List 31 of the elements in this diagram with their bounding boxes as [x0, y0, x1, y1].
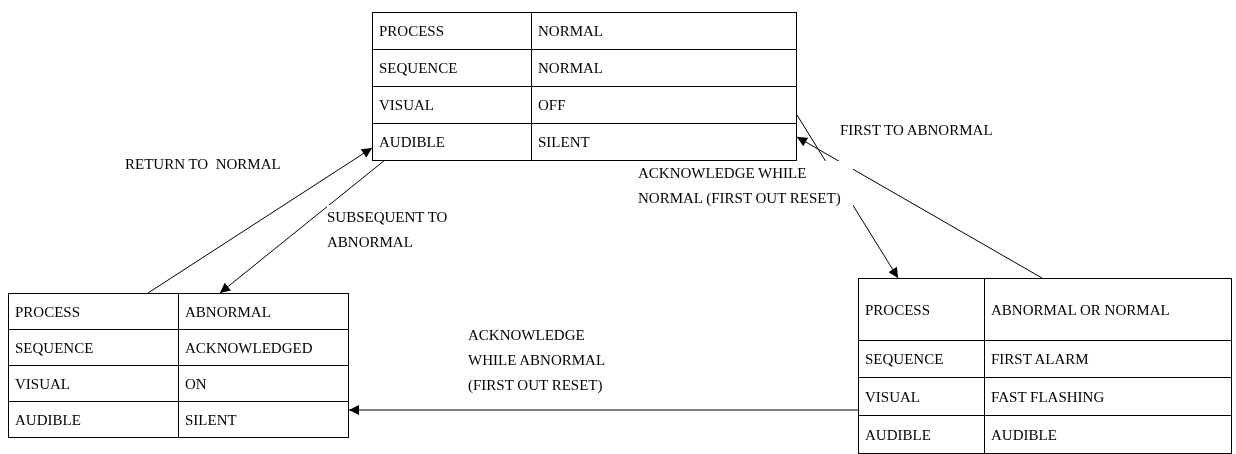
arrow — [219, 159, 386, 294]
arrow — [348, 405, 859, 415]
parameter-cell: SEQUENCE — [372, 49, 532, 87]
arrow — [147, 147, 373, 294]
value-cell: FAST FLASHING — [984, 377, 1232, 416]
value-cell: AUDIBLE — [984, 415, 1232, 454]
parameter-cell: AUDIBLE — [372, 123, 532, 161]
value-cell: SILENT — [531, 123, 797, 161]
value-cell: OFF — [531, 86, 797, 124]
parameter-cell: AUDIBLE — [8, 401, 179, 438]
state-table — [8, 293, 349, 437]
arrow — [796, 136, 1043, 279]
parameter-cell: PROCESS — [858, 278, 985, 341]
value-cell: NORMAL — [531, 12, 797, 50]
value-cell: ON — [178, 365, 349, 402]
parameter-cell: VISUAL — [8, 365, 179, 402]
value-cell: ABNORMAL — [178, 293, 349, 330]
parameter-cell: PROCESS — [372, 12, 532, 50]
parameter-cell: SEQUENCE — [858, 340, 985, 378]
parameter-cell: VISUAL — [858, 377, 985, 416]
state-table — [372, 12, 797, 160]
parameter-cell: PROCESS — [8, 293, 179, 330]
state-table — [858, 278, 1232, 453]
value-cell: SILENT — [178, 401, 349, 438]
value-cell: NORMAL — [531, 49, 797, 87]
value-cell: ABNORMAL OR NORMAL — [984, 278, 1232, 341]
parameter-cell: AUDIBLE — [858, 415, 985, 454]
value-cell: ACKNOWLEDGED — [178, 329, 349, 366]
value-cell: FIRST ALARM — [984, 340, 1232, 378]
parameter-cell: VISUAL — [372, 86, 532, 124]
parameter-cell: SEQUENCE — [8, 329, 179, 366]
